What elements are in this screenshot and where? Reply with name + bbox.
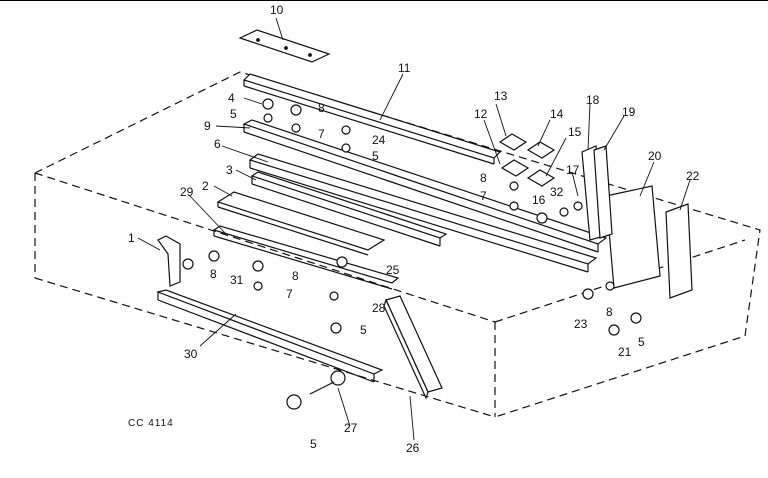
callout-29: 29 [180, 185, 194, 199]
part-2-plate [216, 191, 386, 256]
callout-5: 5 [360, 323, 367, 337]
part-1-bracket [157, 235, 181, 287]
callout-7: 7 [318, 127, 325, 141]
part-30-angle-bar [155, 289, 384, 383]
callout-24: 24 [372, 133, 386, 147]
fasteners [182, 98, 642, 410]
callout-8: 8 [292, 269, 299, 283]
callout-15: 15 [568, 125, 582, 139]
part-3-lower-channel [250, 171, 448, 247]
callout-27: 27 [344, 421, 358, 435]
callout-7: 7 [480, 189, 487, 203]
callout-31: 31 [230, 273, 244, 287]
callout-9: 9 [204, 119, 211, 133]
callout-19: 19 [622, 105, 636, 119]
callout-5: 5 [638, 335, 645, 349]
callout-17: 17 [566, 163, 580, 177]
part-19-upright [593, 145, 613, 239]
part-9-bar [242, 119, 608, 253]
leader-lines [137, 17, 691, 441]
callout-25: 25 [386, 263, 400, 277]
callout-28: 28 [372, 301, 386, 315]
part-10-plate [238, 29, 331, 63]
callout-8: 8 [210, 267, 217, 281]
callout-22: 22 [686, 169, 700, 183]
part-29-strip [212, 225, 400, 290]
callout-20: 20 [648, 149, 662, 163]
callout-8: 8 [318, 101, 325, 115]
callout-21: 21 [618, 345, 632, 359]
callout-12: 12 [474, 107, 488, 121]
callout-7: 7 [286, 287, 293, 301]
part-11-bar [242, 73, 502, 165]
callout-8: 8 [480, 171, 487, 185]
reference-code: CC 4114 [128, 418, 174, 429]
callout-18: 18 [586, 93, 600, 107]
callout-16: 16 [532, 193, 546, 207]
callout-32: 32 [550, 185, 564, 199]
callout-1: 1 [128, 231, 135, 245]
callout-2: 2 [202, 179, 209, 193]
callout-26: 26 [406, 441, 420, 455]
callout-6: 6 [214, 137, 221, 151]
callout-5: 5 [230, 107, 237, 121]
callout-30: 30 [184, 347, 198, 361]
pads [498, 133, 556, 187]
part-26-plate [383, 295, 443, 400]
callout-10: 10 [270, 3, 284, 17]
part-22-channel [665, 203, 693, 299]
callout-11: 11 [398, 61, 411, 75]
part-3-channel [248, 153, 598, 273]
callout-14: 14 [550, 107, 564, 121]
callout-23: 23 [574, 317, 588, 331]
callout-4: 4 [228, 91, 235, 105]
callout-8: 8 [606, 305, 613, 319]
callout-5: 5 [310, 437, 317, 451]
callout-5: 5 [372, 149, 379, 163]
part-20-plate [605, 185, 661, 289]
callout-13: 13 [494, 89, 508, 103]
callout-3: 3 [226, 163, 233, 177]
top-border [0, 0, 768, 1]
